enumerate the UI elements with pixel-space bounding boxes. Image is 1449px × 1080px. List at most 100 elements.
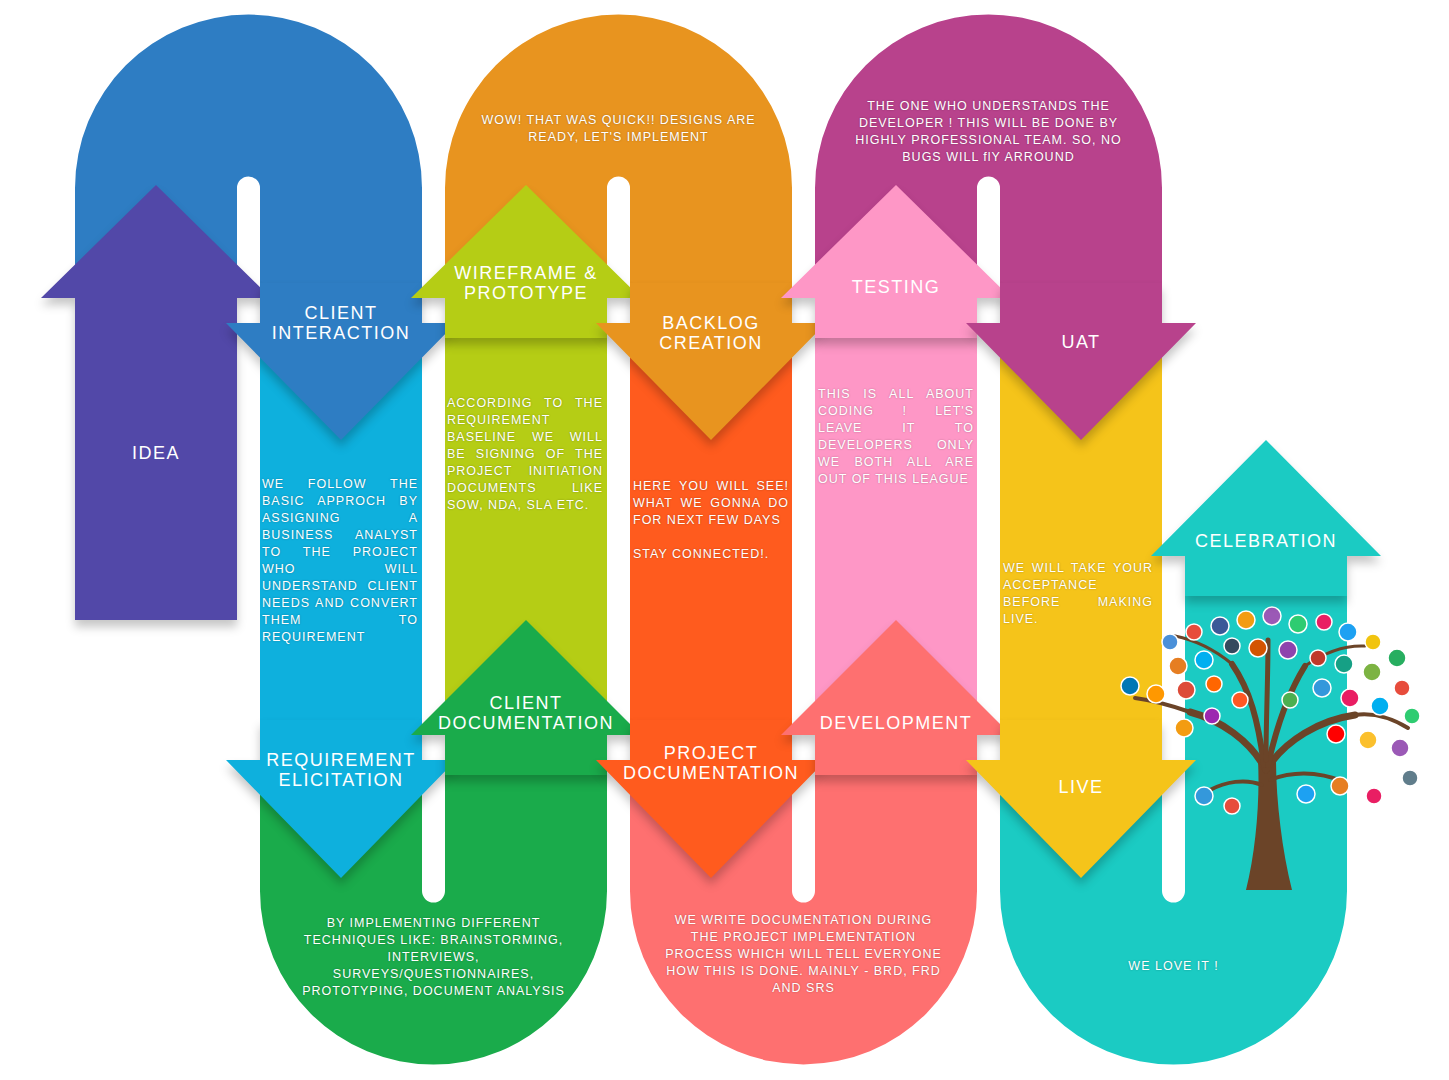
stage-label: TESTING [796,277,996,297]
social-icon [1359,731,1377,749]
social-icon [1331,777,1349,795]
stage-arrow: CLIENT INTERACTION [226,283,456,440]
description-panel: WE FOLLOW THE BASIC APPROCH BY ASSIGNING… [262,476,418,648]
ribbon-arch [630,891,977,1064]
arrow-outline [41,185,271,620]
stage-description: STAY CONNECTED!. [633,546,789,563]
stage-description: WE LOVE IT ! [1099,958,1249,975]
arrow-shape [596,283,826,440]
social-icon [1147,685,1165,703]
ribbon-arch [75,15,422,188]
arrow-outline [781,620,1011,775]
stage-label: REQUIREMENT ELICITATION [261,750,421,790]
description-panel: WE LOVE IT ! [1099,958,1249,977]
stage-description: WE WRITE DOCUMENTATION DURING THE PROJEC… [664,912,944,997]
social-icon [1195,787,1213,805]
stage-description: THE ONE WHO UNDERSTANDS THE DEVELOPER ! … [846,98,1132,166]
social-icon [1335,655,1353,673]
social-icon [1195,651,1213,669]
social-icon [1249,639,1267,657]
tree-branch [1268,666,1305,765]
tree-branch [1210,781,1262,790]
description-panel: HERE YOU WILL SEE! WHAT WE GONNA DO FOR … [633,478,789,565]
social-icon [1224,638,1240,654]
social-icon [1169,657,1187,675]
social-icon [1211,617,1229,635]
stage-label: DEVELOPMENT [796,713,996,733]
arrow-outline [966,283,1196,440]
stage-label: UAT [981,332,1181,352]
social-icon [1232,692,1248,708]
stage-label: LIVE [981,777,1181,797]
stage-description: ACCORDING TO THE REQUIREMENT BASELINE WE… [447,395,603,514]
social-icon [1177,681,1195,699]
social-icon [1391,739,1409,757]
arrow-outline [1151,440,1381,596]
arrow-outline [226,720,456,878]
description-panel: BY IMPLEMENTING DIFFERENT TECHNIQUES LIK… [294,915,574,1002]
ribbon-arch [260,891,607,1065]
social-icon [1363,663,1381,681]
stage-arrow: WIREFRAME & PROTOTYPE [411,185,641,338]
stage-label: IDEA [56,443,256,463]
social-icon [1327,725,1345,743]
social-icon [1289,615,1307,633]
stage-arrow: BACKLOG CREATION [596,283,826,440]
tree-branch [1266,640,1268,760]
stage-description: THIS IS ALL ABOUT CODING ! LET'S LEAVE I… [818,386,974,488]
stage-description: BY IMPLEMENTING DIFFERENT TECHNIQUES LIK… [294,915,574,1000]
stage-label: CLIENT DOCUMENTATION [431,693,621,733]
arrow-shape [966,283,1196,440]
arrow-shape [781,620,1011,775]
stage-label: CLIENT INTERACTION [261,303,421,343]
social-icon [1186,624,1202,640]
social-icon [1121,677,1139,695]
social-icon [1371,697,1389,715]
description-panel: WOW! THAT WAS QUICK!! DESIGNS ARE READY,… [474,112,764,148]
arrow-shape [1151,440,1381,596]
stage-label: PROJECT DOCUMENTATION [616,743,806,783]
social-icon [1282,692,1298,708]
social-icon [1341,689,1359,707]
arrow-outline [596,283,826,440]
description-panel: THE ONE WHO UNDERSTANDS THE DEVELOPER ! … [846,98,1132,168]
social-icon [1175,719,1193,737]
social-icon [1204,708,1220,724]
stage-label: WIREFRAME & PROTOTYPE [446,263,606,303]
stage-description: WE WILL TAKE YOUR ACCEPTANCE BEFORE MAKI… [1003,560,1153,628]
arrow-shape [966,720,1196,878]
social-icon [1263,607,1281,625]
arrow-outline [596,720,826,878]
stage-arrow: REQUIREMENT ELICITATION [226,720,456,878]
arrow-shape [411,185,641,338]
tree-branch [1232,664,1264,765]
description-panel: WE WILL TAKE YOUR ACCEPTANCE BEFORE MAKI… [1003,560,1153,630]
social-icon [1402,770,1418,786]
description-panel: WE WRITE DOCUMENTATION DURING THE PROJEC… [664,912,944,999]
description-panel: THIS IS ALL ABOUT CODING ! LET'S LEAVE I… [818,386,974,490]
stage-description: HERE YOU WILL SEE! WHAT WE GONNA DO FOR … [633,478,789,529]
arrow-shape [781,185,1011,338]
social-icon [1313,679,1331,697]
stage-label: BACKLOG CREATION [631,313,791,353]
social-icon [1297,785,1315,803]
stage-arrow: PROJECT DOCUMENTATION [596,720,826,878]
stage-description: WE FOLLOW THE BASIC APPROCH BY ASSIGNING… [262,476,418,646]
stage-arrow: DEVELOPMENT [781,620,1011,775]
social-icon [1310,650,1326,666]
social-icon [1388,649,1406,667]
social-icon [1316,614,1332,630]
arrow-outline [411,620,641,775]
description-panel: ACCORDING TO THE REQUIREMENT BASELINE WE… [447,395,603,516]
social-icon [1365,634,1381,650]
stage-arrow: UAT [966,283,1196,440]
ribbon-segment [1185,590,1347,892]
stage-arrow: TESTING [781,185,1011,338]
stage-arrow: CELEBRATION [1151,440,1381,596]
social-icon [1366,788,1382,804]
arrow-shape [226,720,456,878]
arrow-outline [781,185,1011,338]
social-icon [1279,641,1297,659]
